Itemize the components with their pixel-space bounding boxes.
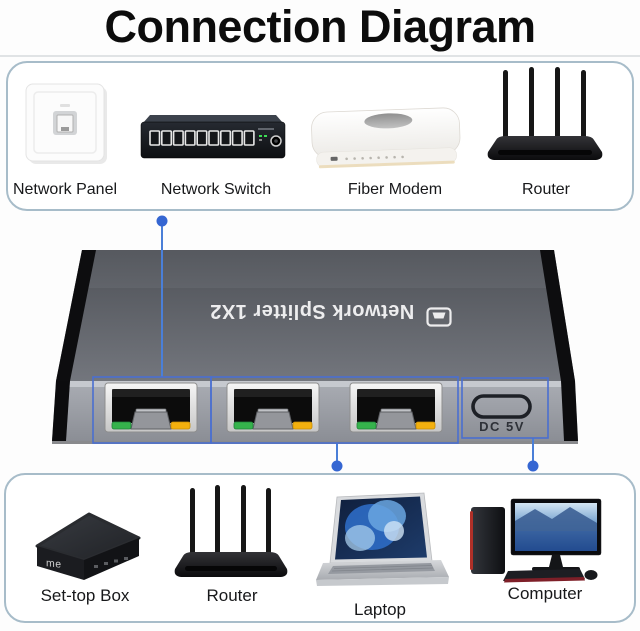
computer-illustration [470, 498, 602, 583]
connector-dot-input [156, 215, 168, 227]
connector-dot-output-2 [527, 460, 539, 472]
network-panel-illustration [25, 83, 107, 164]
device-label-router-bottom: Router [206, 586, 258, 605]
splitter-label: Network Splitter 1X2 [172, 295, 452, 327]
set-top-box-illustration [35, 512, 141, 580]
device-label-network-switch: Network Switch [160, 181, 272, 198]
rj45-port-3 [349, 382, 443, 433]
computer-mouse [584, 570, 598, 580]
router-antennas [190, 485, 271, 558]
device-label-router-top: Router [521, 181, 571, 198]
switch-port-row [149, 130, 255, 146]
port-highlight-box-2 [210, 376, 459, 444]
page-title: Connection Diagram [104, 1, 536, 52]
router-antennas [503, 67, 586, 140]
laptop-illustration [316, 492, 449, 586]
device-label-fiber-modem: Fiber Modem [347, 181, 443, 198]
usb-c-port [471, 394, 532, 419]
port-highlight-box-3 [461, 377, 549, 439]
router-top-illustration [487, 67, 603, 160]
device-label-laptop: Laptop [354, 600, 406, 619]
rj45-port-1 [104, 382, 198, 433]
network-switch-illustration [140, 115, 286, 159]
fiber-modem-illustration [311, 107, 461, 169]
dc5v-label: DC 5V [479, 419, 525, 434]
splitter-label-text: Network Splitter 1X2 [209, 300, 415, 323]
ethernet-icon [426, 307, 452, 327]
device-label-set-top-box: Set-top Box [40, 586, 130, 605]
router-bottom-illustration [174, 485, 288, 577]
laptop-wallpaper-bloom [345, 500, 406, 551]
device-label-network-panel: Network Panel [12, 181, 118, 198]
connector-dot-output-1 [331, 460, 343, 472]
splitter-device [52, 250, 578, 444]
device-label-computer: Computer [507, 584, 583, 603]
settop-logo: me [46, 557, 62, 571]
modem-led-dots [345, 155, 404, 161]
rj45-port-2 [226, 382, 320, 433]
settop-indicators [94, 557, 128, 568]
computer-tower [471, 507, 505, 574]
